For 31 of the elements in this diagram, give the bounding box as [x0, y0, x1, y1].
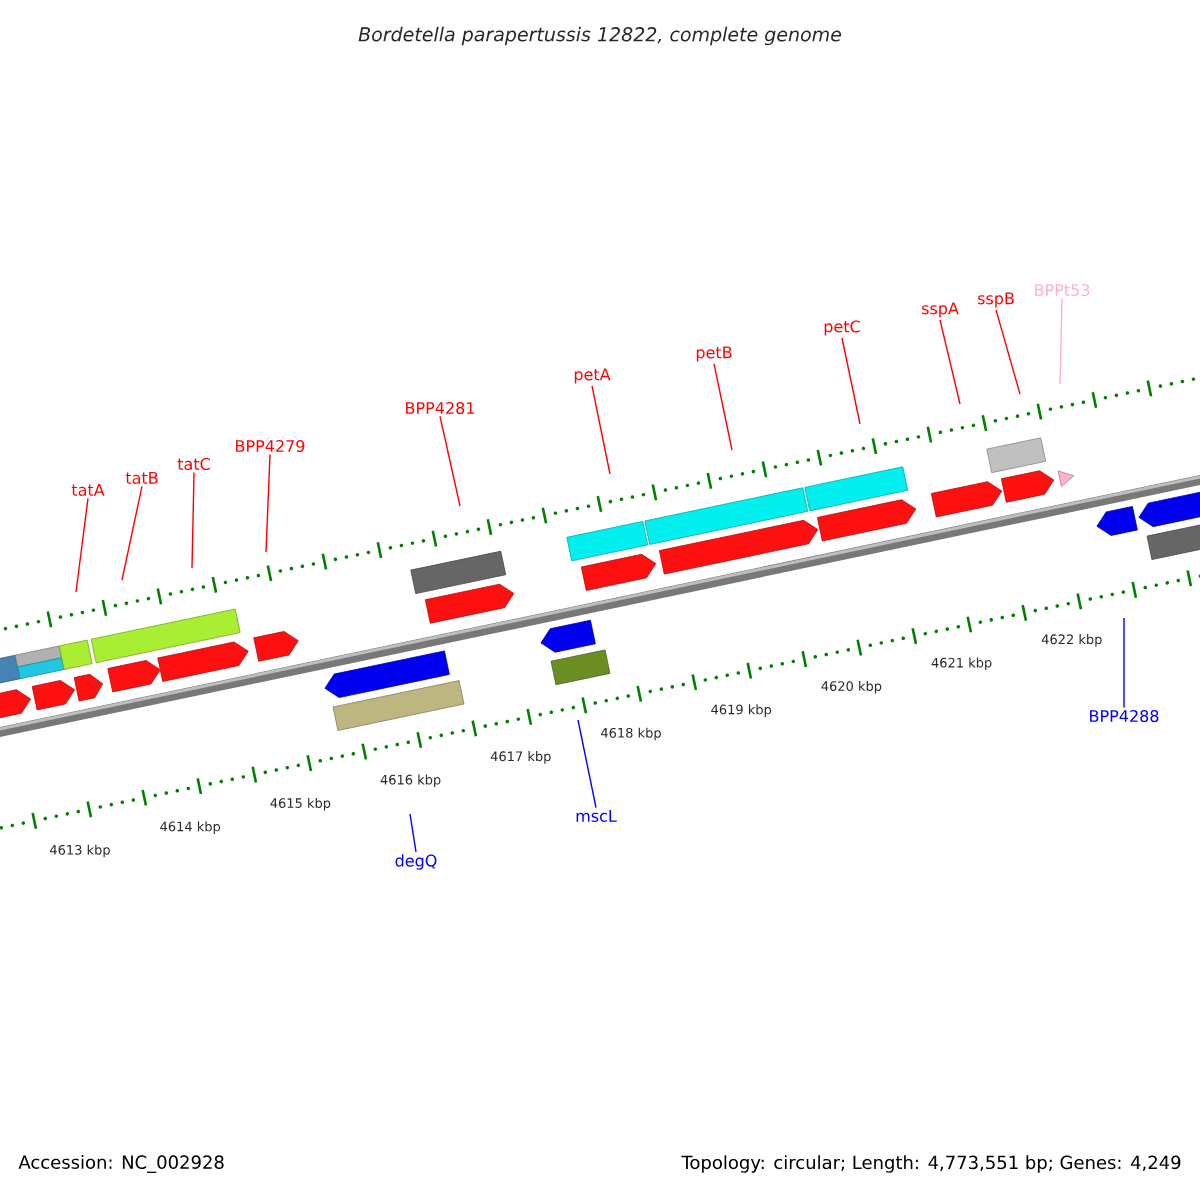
leader-line: [121, 485, 143, 581]
gene-label: tatA: [71, 484, 105, 496]
leader-line: [409, 813, 417, 853]
gene-label: petC: [824, 320, 860, 336]
leader-line: [439, 415, 461, 507]
leader-line: [939, 319, 961, 405]
gene-label: petB: [696, 346, 732, 362]
gene-label: sspA: [922, 302, 959, 318]
gene-label: degQ: [395, 854, 437, 870]
leader-line: [1123, 617, 1125, 709]
gene-label: petA: [574, 368, 611, 384]
gene-label: sspB: [978, 292, 1014, 308]
title: Bordetella parapertussis 12822, complete genome: [358, 26, 842, 46]
leader-line: [713, 363, 733, 451]
leader-line: [577, 719, 597, 809]
footer-text: Topology: circular; Length: 4,773,551 bp; Genes: 4,249: [681, 1155, 1181, 1173]
leader-line: [75, 497, 89, 593]
footer-text: Accession: NC_002928: [18, 1155, 224, 1173]
leader-line: [995, 309, 1021, 395]
gene-label: tatB: [125, 472, 158, 484]
gene-label: mscL: [576, 810, 617, 822]
leader-line: [591, 385, 611, 475]
gene-label: tatC: [177, 457, 210, 471]
gene-label: BPP4288: [1090, 709, 1159, 723]
leader-line: [191, 471, 195, 569]
leader-line: [265, 453, 271, 553]
leader-line: [841, 337, 861, 425]
gene-label: BPP4281: [406, 401, 474, 415]
leader-line: [1059, 297, 1063, 385]
gene-label: BPP4279: [236, 439, 305, 453]
gene-label: BPPt53: [1035, 283, 1090, 297]
